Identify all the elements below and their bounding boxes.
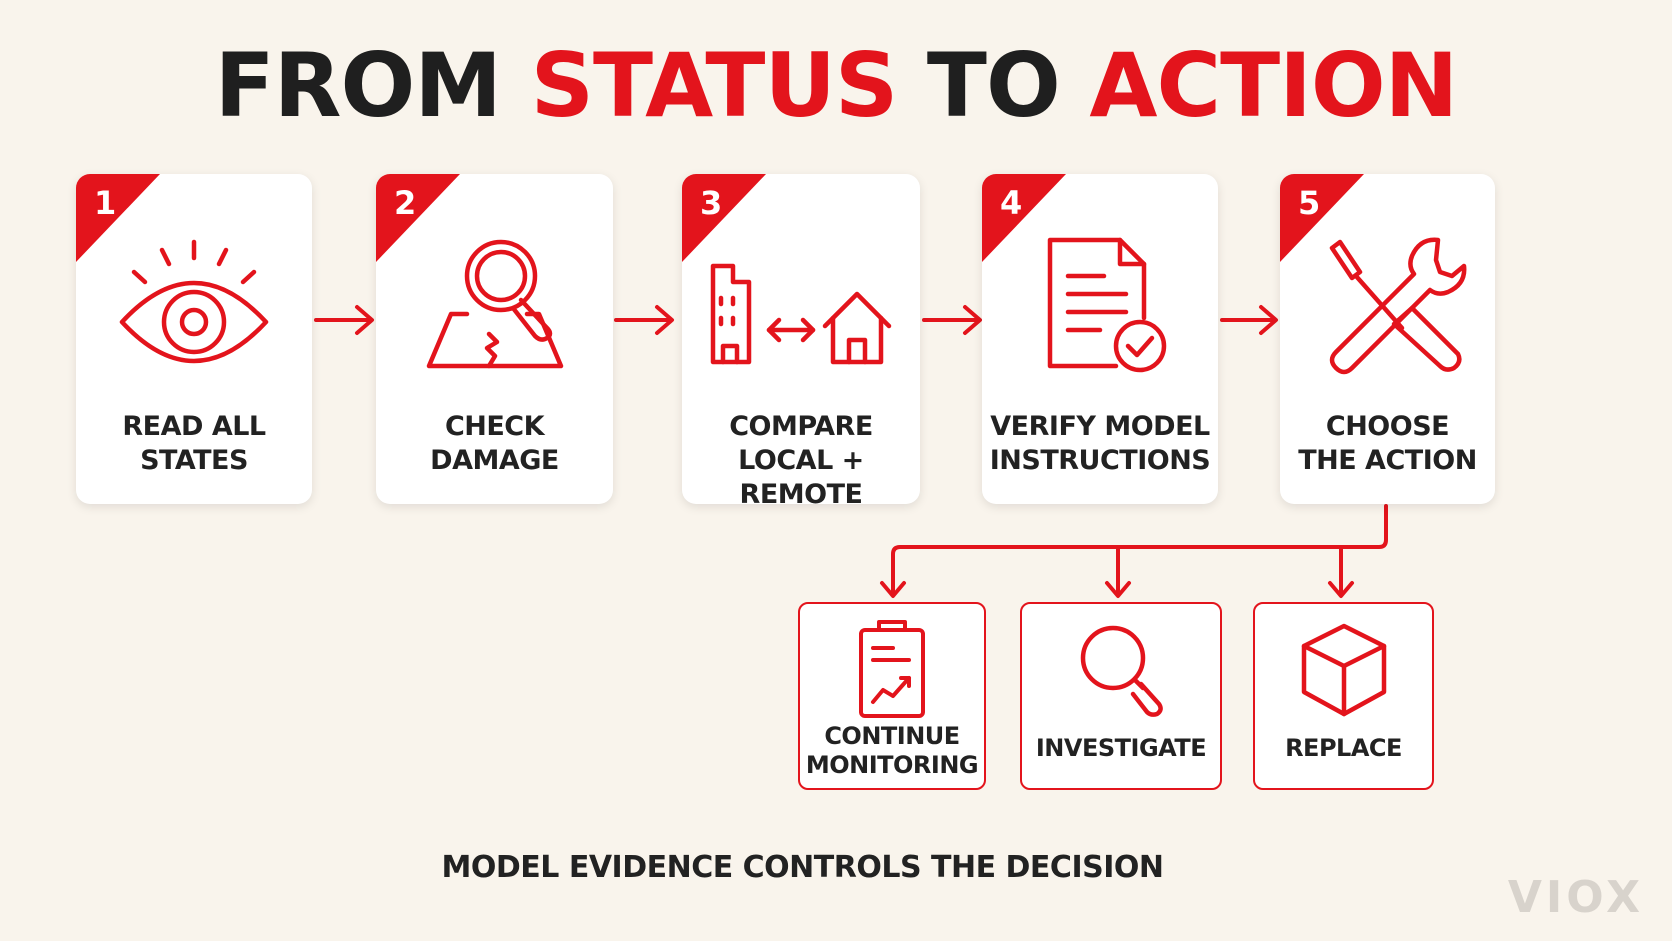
outcome-card-replace: REPLACE <box>1253 602 1434 790</box>
outcome-label: INVESTIGATE <box>1035 734 1207 762</box>
footer-caption: MODEL EVIDENCE CONTROLS THE DECISION <box>441 850 1164 885</box>
step-number: 2 <box>394 184 417 222</box>
outcome-label: REPLACE <box>1285 734 1402 762</box>
viox-logo: VIOX <box>1507 872 1644 923</box>
box-icon <box>1255 620 1432 728</box>
page-title: FROM STATUS TO ACTION <box>214 34 1459 137</box>
eye-icon <box>76 234 312 394</box>
magnifier-crack-icon <box>376 234 613 394</box>
tools-icon <box>1280 234 1495 394</box>
arrow-1-2 <box>314 305 374 335</box>
building-house-compare-icon <box>682 234 920 394</box>
step-number: 5 <box>1298 184 1321 222</box>
arrow-3-4 <box>922 305 982 335</box>
branch-connector <box>880 504 1388 598</box>
step-number: 3 <box>700 184 723 222</box>
document-check-icon <box>982 234 1218 394</box>
clipboard-chart-icon <box>800 620 984 728</box>
step-number: 1 <box>94 184 117 222</box>
arrow-4-5 <box>1220 305 1278 335</box>
outcome-card-investigate: INVESTIGATE <box>1020 602 1222 790</box>
arrow-2-3 <box>614 305 674 335</box>
step-number: 4 <box>1000 184 1023 222</box>
search-icon <box>1022 620 1220 728</box>
